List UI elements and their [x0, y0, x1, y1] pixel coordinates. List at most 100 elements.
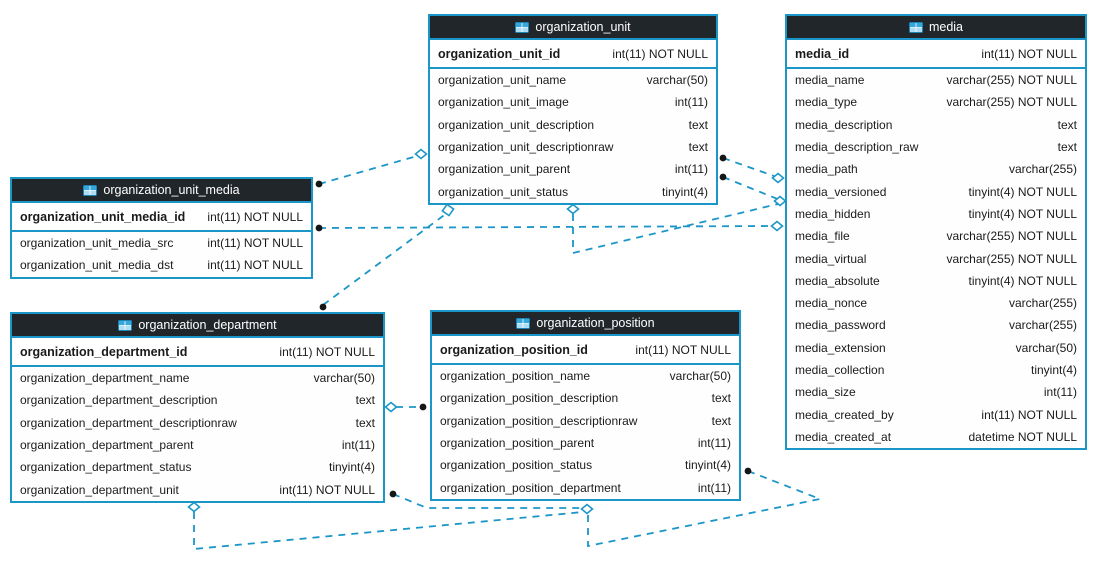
relationship-line-organization_unit-to-media[interactable]: [722, 157, 775, 177]
column-name: media_collection: [795, 363, 885, 377]
table-icon: [83, 184, 98, 196]
column-type: tinyint(4): [684, 458, 731, 473]
column-type: int(11): [341, 438, 375, 453]
relationship-line-organization_unit-to-media[interactable]: [572, 203, 779, 255]
relationship-marker-dot: [315, 224, 323, 232]
table-title: organization_position: [536, 316, 655, 330]
relationship-line-organization_unit_media-to-organization_unit[interactable]: [318, 155, 418, 185]
column-name: organization_department_name: [20, 371, 190, 386]
column-row[interactable]: media_absolute tinyint(4) NOT NULL: [787, 269, 1085, 292]
column-name: organization_department_descriptionraw: [20, 415, 237, 430]
table-icon: [516, 317, 531, 329]
relationship-marker-diamond: [187, 501, 201, 513]
relationship-line-organization_department-to-organization_position[interactable]: [193, 511, 584, 550]
column-type: datetime NOT NULL: [968, 429, 1078, 444]
table-header[interactable]: organization_position: [432, 312, 739, 336]
column-name: media_path: [795, 162, 858, 177]
column-type: int(11) NOT NULL: [635, 342, 731, 357]
column-name: media_absolute: [795, 273, 880, 288]
table-header[interactable]: media: [787, 16, 1085, 40]
column-name: organization_unit_media_dst: [20, 258, 174, 273]
column-name: media_type: [795, 95, 858, 110]
relationship-line-organization_unit_media-to-media[interactable]: [318, 225, 773, 229]
column-name: organization_position_name: [440, 369, 591, 384]
table-organization_position[interactable]: organization_position organization_positi…: [430, 310, 741, 501]
column-name: organization_position_department: [440, 480, 621, 495]
column-name: organization_department_description: [20, 393, 218, 408]
relationship-line-organization_position-to-organization_position[interactable]: [587, 470, 824, 548]
column-name: media_description: [795, 117, 893, 132]
table-header[interactable]: organization_unit: [430, 16, 716, 40]
column-name: media_hidden: [795, 206, 871, 221]
table-header[interactable]: organization_unit_media: [12, 179, 311, 203]
column-type: tinyint(4): [661, 184, 708, 199]
column-type: varchar(255) NOT NULL: [946, 251, 1078, 266]
column-type: varchar(50): [1015, 340, 1077, 355]
column-type: varchar(255): [1008, 318, 1077, 333]
column-name: organization_department_parent: [20, 438, 194, 453]
table-title: media: [928, 20, 964, 34]
table-header[interactable]: organization_department: [12, 314, 383, 338]
column-name: organization_unit_id: [438, 46, 561, 61]
table-icon: [118, 319, 133, 331]
relationship-line-organization_unit-to-media[interactable]: [722, 176, 781, 201]
relationship-line-organization_department-to-organization_unit[interactable]: [322, 212, 448, 306]
column-type: int(11): [674, 162, 708, 177]
relationship-marker-diamond: [414, 148, 428, 160]
column-type: tinyint(4) NOT NULL: [968, 273, 1077, 288]
column-type: varchar(255): [1008, 162, 1077, 177]
column-name: media_nonce: [795, 296, 868, 311]
table-icon: [908, 21, 923, 33]
column-row[interactable]: organization_department_parent int(11): [12, 433, 383, 457]
column-row[interactable]: media_path varchar(255): [787, 158, 1085, 181]
relationship-marker-diamond: [770, 220, 784, 232]
column-type: int(11) NOT NULL: [279, 344, 375, 359]
column-type: varchar(255) NOT NULL: [946, 73, 1078, 88]
column-type: text: [688, 117, 708, 132]
column-type: text: [1057, 140, 1077, 155]
